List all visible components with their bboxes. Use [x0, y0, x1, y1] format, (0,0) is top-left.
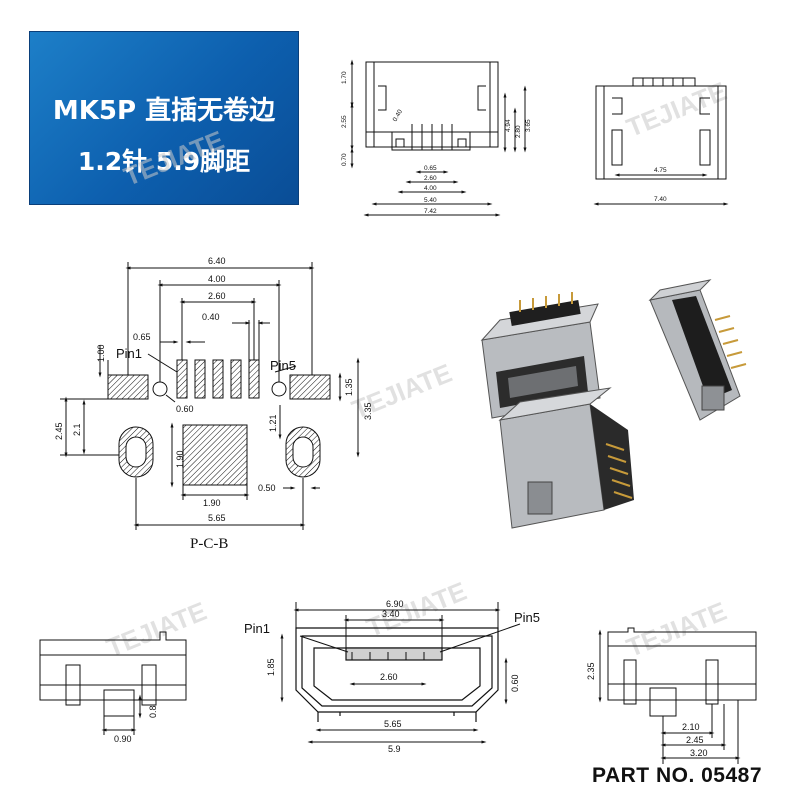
bottom-right-dims: 2.35 2.10 2.45 3.20 — [586, 662, 708, 758]
pin5-label: Pin5 — [514, 610, 540, 625]
dim-text: 2.80 — [515, 125, 522, 138]
top-side-dims: 4.75 7.40 — [654, 167, 667, 203]
dim-text: 1.90 — [175, 450, 185, 468]
banner-line-2: 1.2针 5.9脚距 — [77, 147, 251, 176]
dim-text: 4.00 — [424, 185, 437, 192]
dim-text: 2.60 — [380, 672, 398, 682]
top-front-dims: 1.70 2.55 0.70 0.40 0.65 2.60 4.00 5.40 … — [341, 71, 532, 215]
top-front-view — [350, 59, 527, 217]
connector-photo-2 — [648, 279, 747, 421]
dim-text: 5.65 — [208, 513, 226, 523]
dim-text: 2.10 — [682, 722, 700, 732]
watermark-6: TEJIATE — [622, 596, 731, 663]
dim-text: 3.65 — [525, 119, 532, 132]
pcb-layout — [60, 262, 360, 530]
dim-text: 2.45 — [686, 735, 704, 745]
dim-text: 2.1 — [72, 423, 82, 436]
dim-text: 2.60 — [424, 175, 437, 182]
dim-text: 2.45 — [54, 422, 64, 440]
bottom-left-dims: 0.8 0.90 — [114, 705, 158, 744]
pcb-caption: P-C-B — [190, 536, 228, 552]
dim-text: 6.40 — [208, 256, 226, 266]
product-photo — [480, 279, 747, 529]
dim-text: 0.90 — [114, 734, 132, 744]
dim-text: 1.00 — [96, 344, 106, 362]
dim-text: 0.65 — [133, 332, 151, 342]
bottom-center-dims: 6.90 3.40 1.85 2.60 0.60 5.65 5.9 Pin1 P… — [244, 599, 540, 754]
dim-text: 2.55 — [341, 115, 348, 128]
dim-text: 0.70 — [341, 153, 348, 166]
dim-text: 0.65 — [424, 165, 437, 172]
dim-text: 1.85 — [266, 658, 276, 676]
dim-text: 7.40 — [654, 196, 667, 203]
watermark-5: TEJIATE — [362, 576, 471, 643]
dim-text: 5.65 — [384, 719, 402, 729]
dim-text: 0.40 — [392, 108, 405, 123]
dim-text: 7.42 — [424, 208, 437, 215]
pcb-dims: 6.40 4.00 2.60 0.40 0.65 1.00 1.35 2.45 … — [54, 256, 373, 552]
pin1-label: Pin1 — [244, 621, 270, 636]
dim-text: 6.90 — [386, 599, 404, 609]
dim-text: 3.40 — [382, 609, 400, 619]
dim-text: 0.50 — [258, 483, 276, 493]
top-side-view — [593, 77, 729, 206]
title-banner: MK5P 直插无卷边 1.2针 5.9脚距 — [30, 32, 298, 204]
dim-text: 3.20 — [690, 748, 708, 758]
dim-text: 0.60 — [510, 674, 520, 692]
watermark-1: TEJIATE — [120, 125, 229, 192]
dim-text: 2.35 — [586, 662, 596, 680]
dim-text: 0.40 — [202, 312, 220, 322]
bottom-center-view — [280, 602, 521, 744]
dim-text: 4.94 — [505, 119, 512, 132]
dim-text: 0.60 — [176, 404, 194, 414]
dim-text: 0.8 — [148, 705, 158, 718]
dim-text: 2.60 — [208, 291, 226, 301]
dim-text: 4.75 — [654, 167, 667, 174]
dim-text: 1.35 — [344, 378, 354, 396]
bottom-left-view — [39, 631, 187, 735]
dim-text: 1.90 — [203, 498, 221, 508]
dim-text: 5.40 — [424, 197, 437, 204]
dim-text: 3.35 — [363, 402, 373, 420]
banner-line-1: MK5P 直插无卷边 — [52, 96, 276, 126]
dim-text: 5.9 — [388, 744, 401, 754]
dim-text: 1.70 — [341, 71, 348, 84]
bottom-right-view — [598, 627, 757, 764]
watermark-4: TEJIATE — [102, 596, 211, 663]
pin5-label: Pin5 — [270, 358, 296, 373]
dim-text: 4.00 — [208, 274, 226, 284]
connector-photo-3 — [498, 387, 634, 529]
pin1-label: Pin1 — [116, 346, 142, 361]
dim-text: 1.21 — [268, 414, 278, 432]
part-number: PART NO. 05487 — [592, 764, 763, 787]
